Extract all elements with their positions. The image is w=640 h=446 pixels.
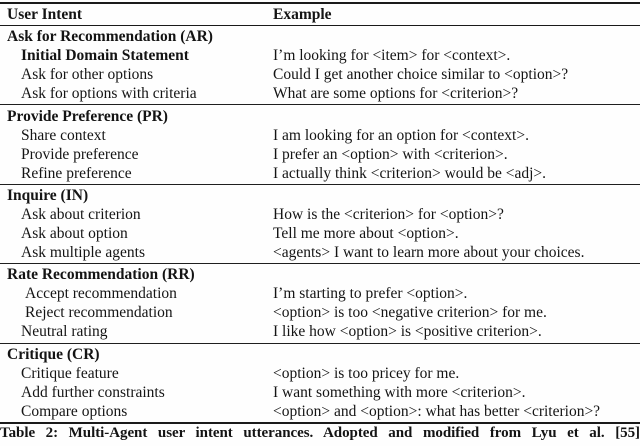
- section-divider-rule: [0, 104, 640, 106]
- table-row: Refine preference I actually think <crit…: [0, 164, 640, 183]
- intent-cell: Reject recommendation: [25, 304, 173, 322]
- intent-cell: Ask multiple agents: [21, 243, 145, 261]
- section-ask-for-recommendation: Ask for Recommendation (AR) Initial Doma…: [0, 26, 640, 104]
- intent-cell: Share context: [21, 126, 106, 144]
- table-row: Ask multiple agents <agents> I want to l…: [0, 243, 640, 262]
- table-row: Share context I am looking for an option…: [0, 126, 640, 145]
- intent-cell: Add further constraints: [21, 383, 165, 401]
- section-header-label: Ask for Recommendation (AR): [7, 28, 213, 46]
- table-row: Neutral rating I like how <option> is <p…: [0, 322, 640, 341]
- section-header-label: Provide Preference (PR): [7, 107, 168, 125]
- section-provide-preference: Provide Preference (PR) Share context I …: [0, 105, 640, 183]
- table-caption: Table 2: Multi-Agent user intent utteran…: [0, 425, 640, 442]
- example-cell: Tell me more about <option>.: [273, 224, 459, 242]
- intent-cell: Ask for other options: [21, 66, 154, 84]
- intent-cell: Accept recommendation: [25, 285, 177, 303]
- section-critique: Critique (CR) Critique feature <option> …: [0, 344, 640, 422]
- table-row: Critique feature <option> is too pricey …: [0, 364, 640, 383]
- table-row: Compare options <option> and <option>: w…: [0, 402, 640, 421]
- example-cell: <option> is too pricey for me.: [273, 364, 460, 382]
- section-header-row: Critique (CR): [0, 345, 640, 364]
- example-cell: How is the <criterion> for <option>?: [273, 205, 504, 223]
- intent-cell: Critique feature: [21, 364, 119, 382]
- table-row: Initial Domain Statement I’m looking for…: [0, 46, 640, 65]
- table-header-row: User Intent Example: [0, 4, 640, 25]
- section-header-row: Provide Preference (PR): [0, 107, 640, 126]
- intent-cell: Compare options: [21, 402, 128, 420]
- example-cell: <option> is too <negative criterion> for…: [273, 304, 547, 322]
- table-row: Reject recommendation <option> is too <n…: [0, 303, 640, 322]
- intent-cell: Ask about option: [21, 224, 128, 242]
- table-row: Add further constraints I want something…: [0, 383, 640, 402]
- example-cell: <agents> I want to learn more about your…: [273, 243, 585, 261]
- header-rule: [0, 25, 640, 26]
- section-header-row: Rate Recommendation (RR): [0, 265, 640, 284]
- intent-cell: Provide preference: [21, 145, 139, 163]
- intent-cell: Ask for options with criteria: [21, 85, 197, 103]
- intent-cell: Initial Domain Statement: [21, 47, 189, 65]
- table-row: Ask for other options Could I get anothe…: [0, 65, 640, 84]
- section-divider-rule: [0, 263, 640, 265]
- section-inquire: Inquire (IN) Ask about criterion How is …: [0, 185, 640, 263]
- section-rate-recommendation: Rate Recommendation (RR) Accept recommen…: [0, 264, 640, 342]
- example-cell: I am looking for an option for <context>…: [273, 126, 529, 144]
- column-header-user-intent: User Intent: [7, 5, 83, 23]
- section-header-label: Inquire (IN): [7, 186, 89, 204]
- table-row: Ask about option Tell me more about <opt…: [0, 224, 640, 243]
- intent-cell: Neutral rating: [21, 323, 108, 341]
- section-header-label: Rate Recommendation (RR): [7, 266, 195, 284]
- bottom-rule: [0, 421, 640, 424]
- section-divider-rule: [0, 183, 640, 185]
- example-cell: I’m starting to prefer <option>.: [273, 285, 468, 303]
- example-cell: I prefer an <option> with <criterion>.: [273, 145, 508, 163]
- example-cell: I’m looking for <item> for <context>.: [273, 47, 511, 65]
- section-header-label: Critique (CR): [7, 345, 100, 363]
- table-row: Accept recommendation I’m starting to pr…: [0, 284, 640, 303]
- top-rule: [0, 2, 640, 4]
- table-row: Ask for options with criteria What are s…: [0, 84, 640, 103]
- example-cell: What are some options for <criterion>?: [273, 85, 519, 103]
- example-cell: I like how <option> is <positive criteri…: [273, 323, 542, 341]
- intent-cell: Refine preference: [21, 164, 132, 182]
- section-header-row: Inquire (IN): [0, 186, 640, 205]
- intent-cell: Ask about criterion: [21, 205, 141, 223]
- example-cell: I want something with more <criterion>.: [273, 383, 526, 401]
- section-divider-rule: [0, 342, 640, 344]
- example-cell: <option> and <option>: what has better <…: [273, 402, 601, 420]
- table-row: Ask about criterion How is the <criterio…: [0, 205, 640, 224]
- example-cell: Could I get another choice similar to <o…: [273, 66, 569, 84]
- section-header-row: Ask for Recommendation (AR): [0, 27, 640, 46]
- column-header-example: Example: [273, 5, 332, 23]
- example-cell: I actually think <criterion> would be <a…: [273, 164, 546, 182]
- table-row: Provide preference I prefer an <option> …: [0, 145, 640, 164]
